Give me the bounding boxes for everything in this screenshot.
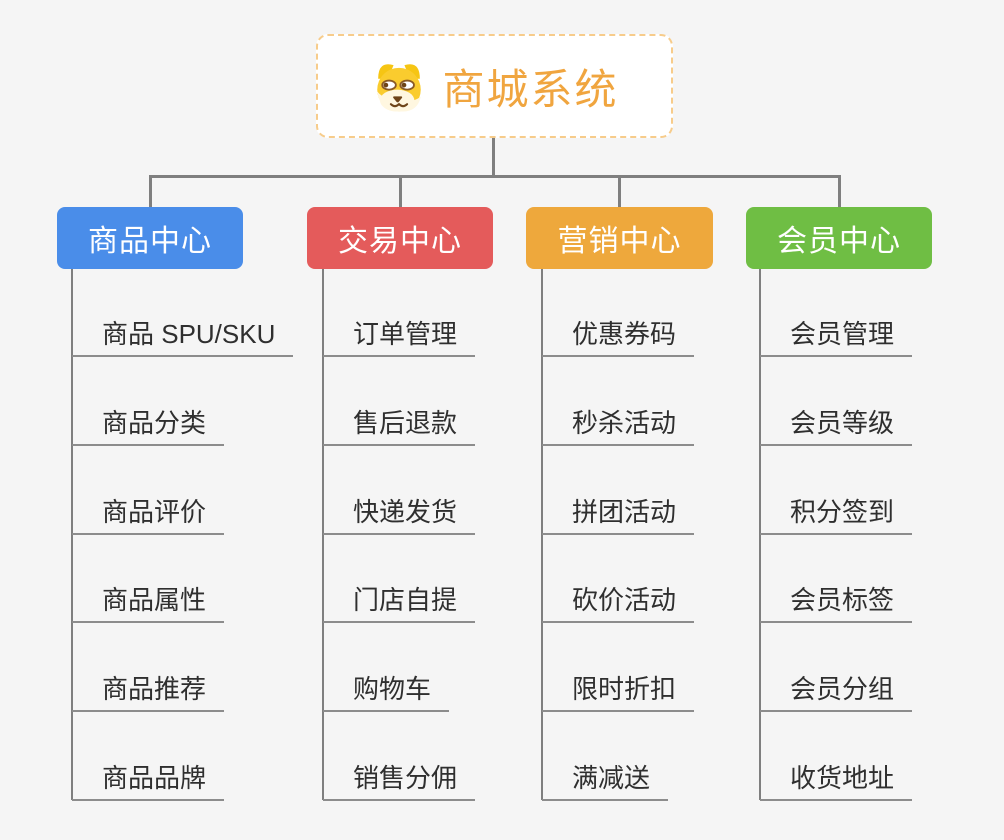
connector-branch-stub	[149, 175, 152, 209]
leaf-item[interactable]: 秒杀活动	[542, 408, 695, 446]
leaf-item[interactable]: 门店自提	[323, 585, 476, 623]
connector-branch-stub	[399, 175, 402, 209]
leaf-item[interactable]: 商品 SPU/SKU	[72, 319, 294, 357]
leaf-item[interactable]: 商品品牌	[72, 763, 225, 801]
branch-member-center[interactable]: 会员中心	[746, 207, 932, 269]
root-title: 商城系统	[442, 65, 619, 113]
branch-product-center[interactable]: 商品中心	[57, 207, 243, 269]
dog-face-icon	[370, 57, 428, 115]
leaf-item[interactable]: 商品分类	[72, 408, 225, 446]
leaf-item[interactable]: 砍价活动	[542, 585, 695, 623]
leaf-item[interactable]: 收货地址	[760, 763, 913, 801]
leaf-item[interactable]: 快递发货	[323, 497, 476, 535]
leaf-item[interactable]: 限时折扣	[542, 674, 695, 712]
leaf-item[interactable]: 商品推荐	[72, 674, 225, 712]
leaf-item[interactable]: 会员管理	[760, 319, 913, 357]
leaf-item[interactable]: 优惠券码	[542, 319, 695, 357]
connector-branch-stub	[838, 175, 841, 209]
leaf-item[interactable]: 会员标签	[760, 585, 913, 623]
leaf-item[interactable]: 销售分佣	[323, 763, 476, 801]
leaf-item[interactable]: 会员分组	[760, 674, 913, 712]
leaf-item[interactable]: 满减送	[542, 763, 669, 801]
leaf-item[interactable]: 订单管理	[323, 319, 476, 357]
connector-bus	[149, 175, 840, 178]
leaf-item[interactable]: 商品属性	[72, 585, 225, 623]
connector-root-stub	[492, 138, 495, 176]
leaf-item[interactable]: 商品评价	[72, 497, 225, 535]
root-node[interactable]: 商城系统	[316, 34, 673, 138]
leaf-item[interactable]: 售后退款	[323, 408, 476, 446]
leaf-item[interactable]: 会员等级	[760, 408, 913, 446]
branch-trade-center[interactable]: 交易中心	[307, 207, 493, 269]
connector-branch-stub	[618, 175, 621, 209]
branch-marketing-center[interactable]: 营销中心	[526, 207, 713, 269]
leaf-item[interactable]: 积分签到	[760, 497, 913, 535]
leaf-item[interactable]: 拼团活动	[542, 497, 695, 535]
leaf-item[interactable]: 购物车	[323, 674, 450, 712]
